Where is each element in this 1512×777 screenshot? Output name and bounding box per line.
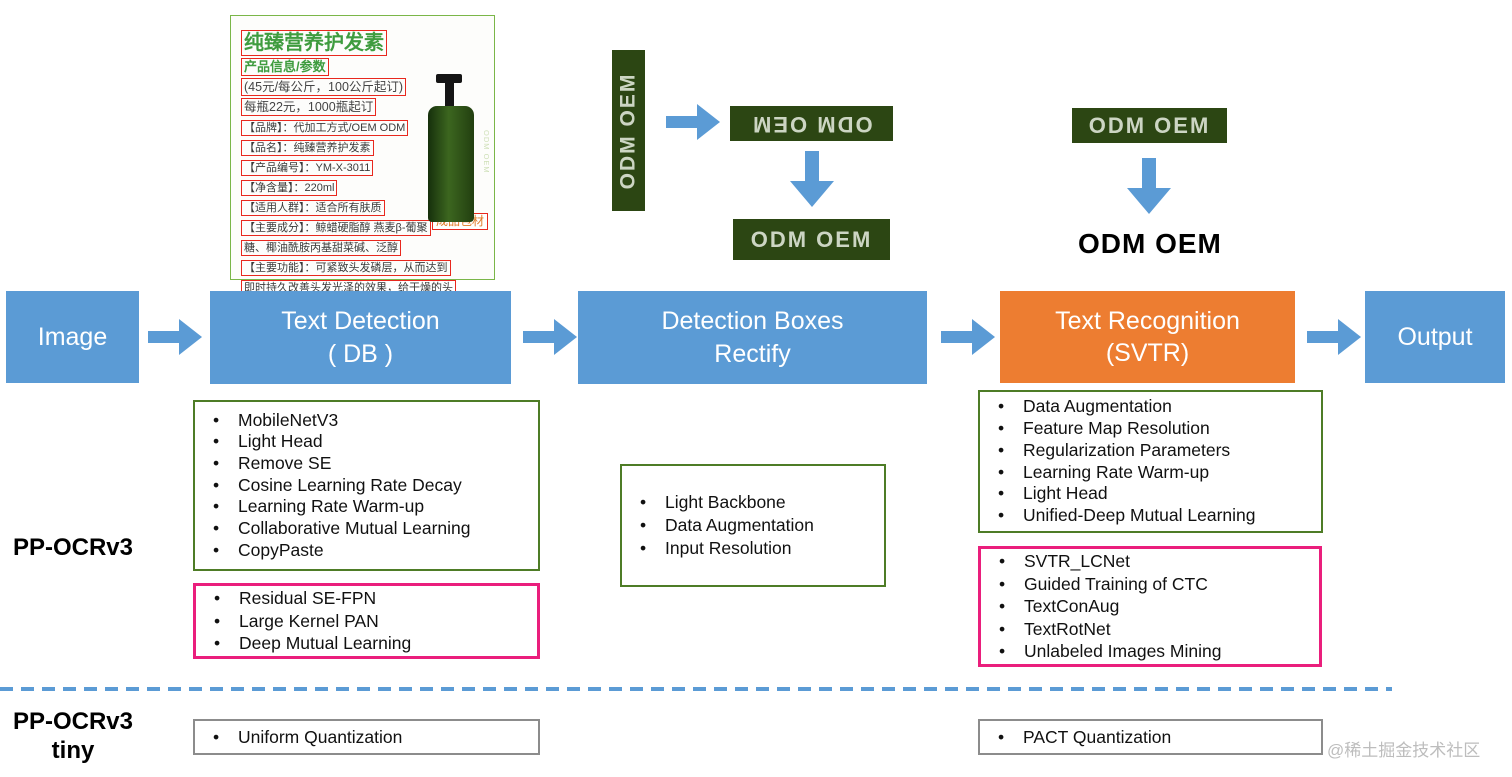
bottle-body	[428, 106, 474, 222]
list-item: TextConAug	[981, 595, 1319, 618]
list-item: Light Backbone	[622, 491, 884, 514]
list-item: Data Augmentation	[980, 396, 1321, 418]
cropped-text-strip-upside-down: ODM OEM	[730, 106, 893, 141]
product-line: 【主要成分】：鲸蜡硬脂醇 燕麦β-葡聚	[241, 220, 431, 236]
list-item: Feature Map Resolution	[980, 418, 1321, 440]
list-item: Collaborative Mutual Learning	[195, 518, 538, 540]
recognition-result-text: ODM OEM	[1078, 228, 1222, 259]
recognition-strategies-pink-box: SVTR_LCNet Guided Training of CTC TextCo…	[978, 546, 1322, 667]
list-item: Remove SE	[195, 453, 538, 475]
list-item: Guided Training of CTC	[981, 573, 1319, 596]
flow-box-output: Output	[1365, 291, 1505, 383]
product-line: 纯臻营养护发素	[241, 30, 387, 56]
list-item: Large Kernel PAN	[196, 610, 537, 633]
shampoo-bottle-illustration: ODM OEM	[428, 74, 491, 222]
row-label-pp-ocrv3-tiny: PP-OCRv3 tiny	[12, 708, 134, 764]
product-line: 【主要功能】：可紧致头发磷层，从而达到	[241, 260, 451, 276]
list-item: Unlabeled Images Mining	[981, 640, 1319, 663]
list-item: Light Head	[980, 483, 1321, 505]
list-item: Learning Rate Warm-up	[980, 462, 1321, 484]
tiny-detection-gray-box: Uniform Quantization	[193, 719, 540, 755]
arrow-right-icon	[941, 319, 995, 355]
list-item: Data Augmentation	[622, 514, 884, 537]
arrow-right-icon	[148, 319, 202, 355]
dashed-divider	[0, 687, 1392, 691]
bottle-pump-spout	[436, 74, 462, 83]
list-item: CopyPaste	[195, 540, 538, 562]
flow-box-text-detection: Text Detection ( DB )	[210, 291, 511, 384]
arrow-down-icon	[1127, 158, 1171, 214]
arrow-down-icon	[790, 151, 834, 207]
bottle-pump-stem	[445, 82, 454, 108]
product-line: (45元/每公斤，100公斤起订)	[241, 78, 407, 96]
rectify-strategies-green-box: Light Backbone Data Augmentation Input R…	[620, 464, 886, 587]
list-item: MobileNetV3	[195, 410, 538, 432]
product-line: 产品信息/参数	[241, 58, 329, 76]
arrow-right-icon	[666, 104, 720, 140]
flow-box-detection-boxes-rectify: Detection Boxes Rectify	[578, 291, 927, 384]
list-item: Regularization Parameters	[980, 440, 1321, 462]
flow-box-image: Image	[6, 291, 139, 383]
tiny-recognition-gray-box: PACT Quantization	[978, 719, 1323, 755]
list-item: Input Resolution	[622, 537, 884, 560]
list-item: PACT Quantization	[980, 726, 1321, 749]
product-line: 糖、椰油酰胺丙基甜菜碱、泛醇	[241, 240, 401, 256]
sample-product-image: 纯臻营养护发素 产品信息/参数 (45元/每公斤，100公斤起订) 每瓶22元，…	[230, 15, 495, 316]
product-line: 每瓶22元，1000瓶起订	[241, 98, 377, 116]
detection-strategies-pink-box: Residual SE-FPN Large Kernel PAN Deep Mu…	[193, 583, 540, 659]
arrow-right-icon	[1307, 319, 1361, 355]
list-item: Uniform Quantization	[195, 726, 538, 749]
bottle-label-text: ODM OEM	[482, 130, 491, 174]
list-item: SVTR_LCNet	[981, 550, 1319, 573]
product-line: 【净含量】：220ml	[241, 180, 338, 196]
detection-strategies-green-box: MobileNetV3 Light Head Remove SE Cosine …	[193, 400, 540, 571]
list-item: Deep Mutual Learning	[196, 632, 537, 655]
recognition-strategies-green-box: Data Augmentation Feature Map Resolution…	[978, 390, 1323, 533]
recognition-input-crop: ODM OEM	[1072, 108, 1227, 143]
cropped-text-strip-rectified: ODM OEM	[733, 219, 890, 260]
product-line: 【适用人群】：适合所有肤质	[241, 200, 385, 216]
list-item: TextRotNet	[981, 618, 1319, 641]
list-item: Light Head	[195, 431, 538, 453]
product-line: 【品名】：纯臻营养护发素	[241, 140, 374, 156]
arrow-right-icon	[523, 319, 577, 355]
list-item: Unified-Deep Mutual Learning	[980, 505, 1321, 527]
product-line: 【品牌】：代加工方式/OEM ODM	[241, 120, 409, 136]
product-line: 【产品编号】：YM-X-3011	[241, 160, 374, 176]
row-label-pp-ocrv3: PP-OCRv3	[12, 534, 134, 561]
watermark-text: @稀土掘金技术社区	[1327, 741, 1481, 760]
list-item: Residual SE-FPN	[196, 587, 537, 610]
list-item: Cosine Learning Rate Decay	[195, 475, 538, 497]
flow-box-text-recognition: Text Recognition (SVTR)	[1000, 291, 1295, 383]
list-item: Learning Rate Warm-up	[195, 496, 538, 518]
cropped-text-strip-vertical: ODM OEM	[612, 50, 645, 211]
